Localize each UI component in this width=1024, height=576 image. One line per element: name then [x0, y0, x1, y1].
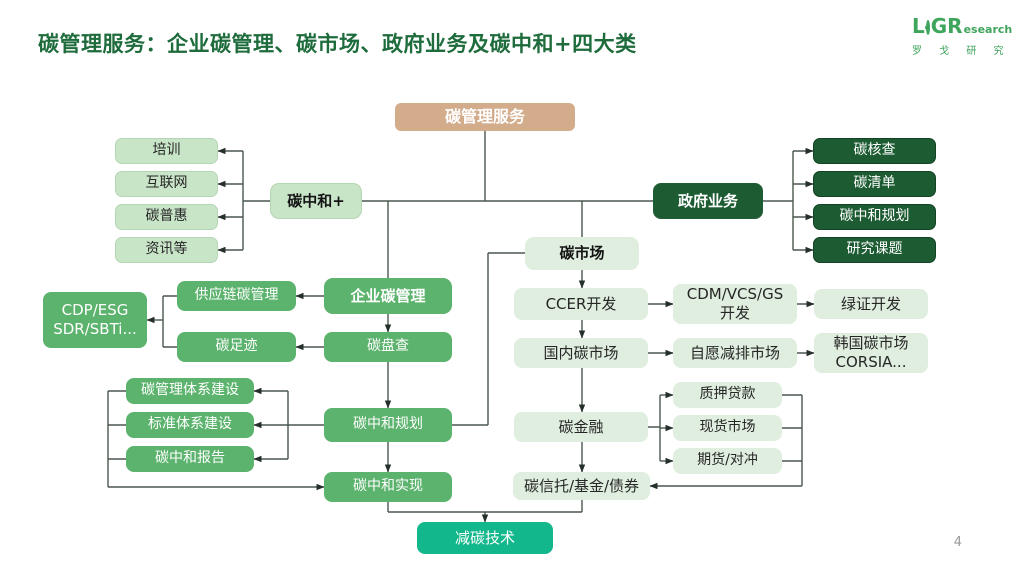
node-neutral-planning: 碳中和规划 — [324, 408, 452, 442]
node-trust-fund-bond: 碳信托/基金/债券 — [513, 472, 650, 500]
node-spot-market: 现货市场 — [673, 415, 782, 441]
node-carbon-finance: 碳金融 — [514, 412, 648, 442]
node-carbon-verification: 碳核查 — [813, 138, 936, 164]
page-number: 4 — [953, 535, 962, 550]
logo-wordmark: L GR esearch — [912, 14, 1012, 38]
node-carbon-footprint: 碳足迹 — [177, 332, 296, 362]
node-standard-system: 标准体系建设 — [126, 412, 254, 438]
logo-research-text: esearch — [963, 23, 1013, 36]
node-supply-chain: 供应链碳管理 — [177, 281, 296, 311]
node-information: 资讯等 — [115, 237, 218, 263]
node-cdm-line1: CDM/VCS/GS — [686, 285, 784, 304]
node-carbon-inventory-list: 碳清单 — [813, 171, 936, 197]
node-enterprise-hub: 企业碳管理 — [324, 278, 452, 314]
logo-letters-gr: GR — [930, 14, 963, 38]
node-reduction-tech: 减碳技术 — [417, 522, 553, 554]
node-pledge-loan: 质押贷款 — [673, 382, 782, 408]
node-voluntary-market: 自愿减排市场 — [673, 338, 797, 368]
node-root: 碳管理服务 — [395, 103, 575, 131]
node-ccer: CCER开发 — [514, 288, 648, 320]
node-carbon-neutral-plus-hub: 碳中和+ — [270, 183, 362, 219]
node-carbon-inventory-check: 碳盘查 — [324, 332, 452, 362]
node-cdp-line2: SDR/SBTi... — [53, 320, 137, 338]
node-cdm-line2: 开发 — [719, 304, 750, 322]
node-government-hub: 政府业务 — [653, 183, 763, 219]
logo-target-dot — [925, 25, 931, 30]
logo-target-icon — [925, 20, 931, 35]
node-neutral-realization: 碳中和实现 — [324, 472, 452, 502]
page-title: 碳管理服务：企业碳管理、碳市场、政府业务及碳中和+四大类 — [38, 32, 637, 56]
node-futures-hedge: 期货/对冲 — [673, 448, 782, 474]
node-korea-line2: CORSIA... — [835, 353, 907, 371]
node-carbon-inclusion: 碳普惠 — [115, 204, 218, 230]
node-korea-line1: 韩国碳市场 — [833, 334, 909, 353]
node-cdm-vcs-gs: CDM/VCS/GS 开发 — [673, 284, 797, 324]
node-mgmt-system: 碳管理体系建设 — [126, 378, 254, 404]
node-cdp-esg: CDP/ESG SDR/SBTi... — [43, 292, 147, 348]
node-cdp-line1: CDP/ESG — [61, 301, 129, 320]
logo-letter-l: L — [912, 14, 925, 38]
node-research-topics: 研究课题 — [813, 237, 936, 263]
node-internet: 互联网 — [115, 171, 218, 197]
logo-subtitle: 罗 戈 研 究 — [912, 46, 1011, 57]
node-green-cert: 绿证开发 — [814, 289, 928, 319]
node-market-hub: 碳市场 — [525, 237, 639, 270]
node-korea-corsia: 韩国碳市场 CORSIA... — [814, 333, 928, 373]
node-carbon-neutral-planning-gov: 碳中和规划 — [813, 204, 936, 230]
node-neutral-report: 碳中和报告 — [126, 446, 254, 472]
logo: L GR esearch 罗 戈 研 究 — [912, 14, 1012, 57]
node-training: 培训 — [115, 138, 218, 164]
node-domestic-market: 国内碳市场 — [514, 338, 648, 368]
